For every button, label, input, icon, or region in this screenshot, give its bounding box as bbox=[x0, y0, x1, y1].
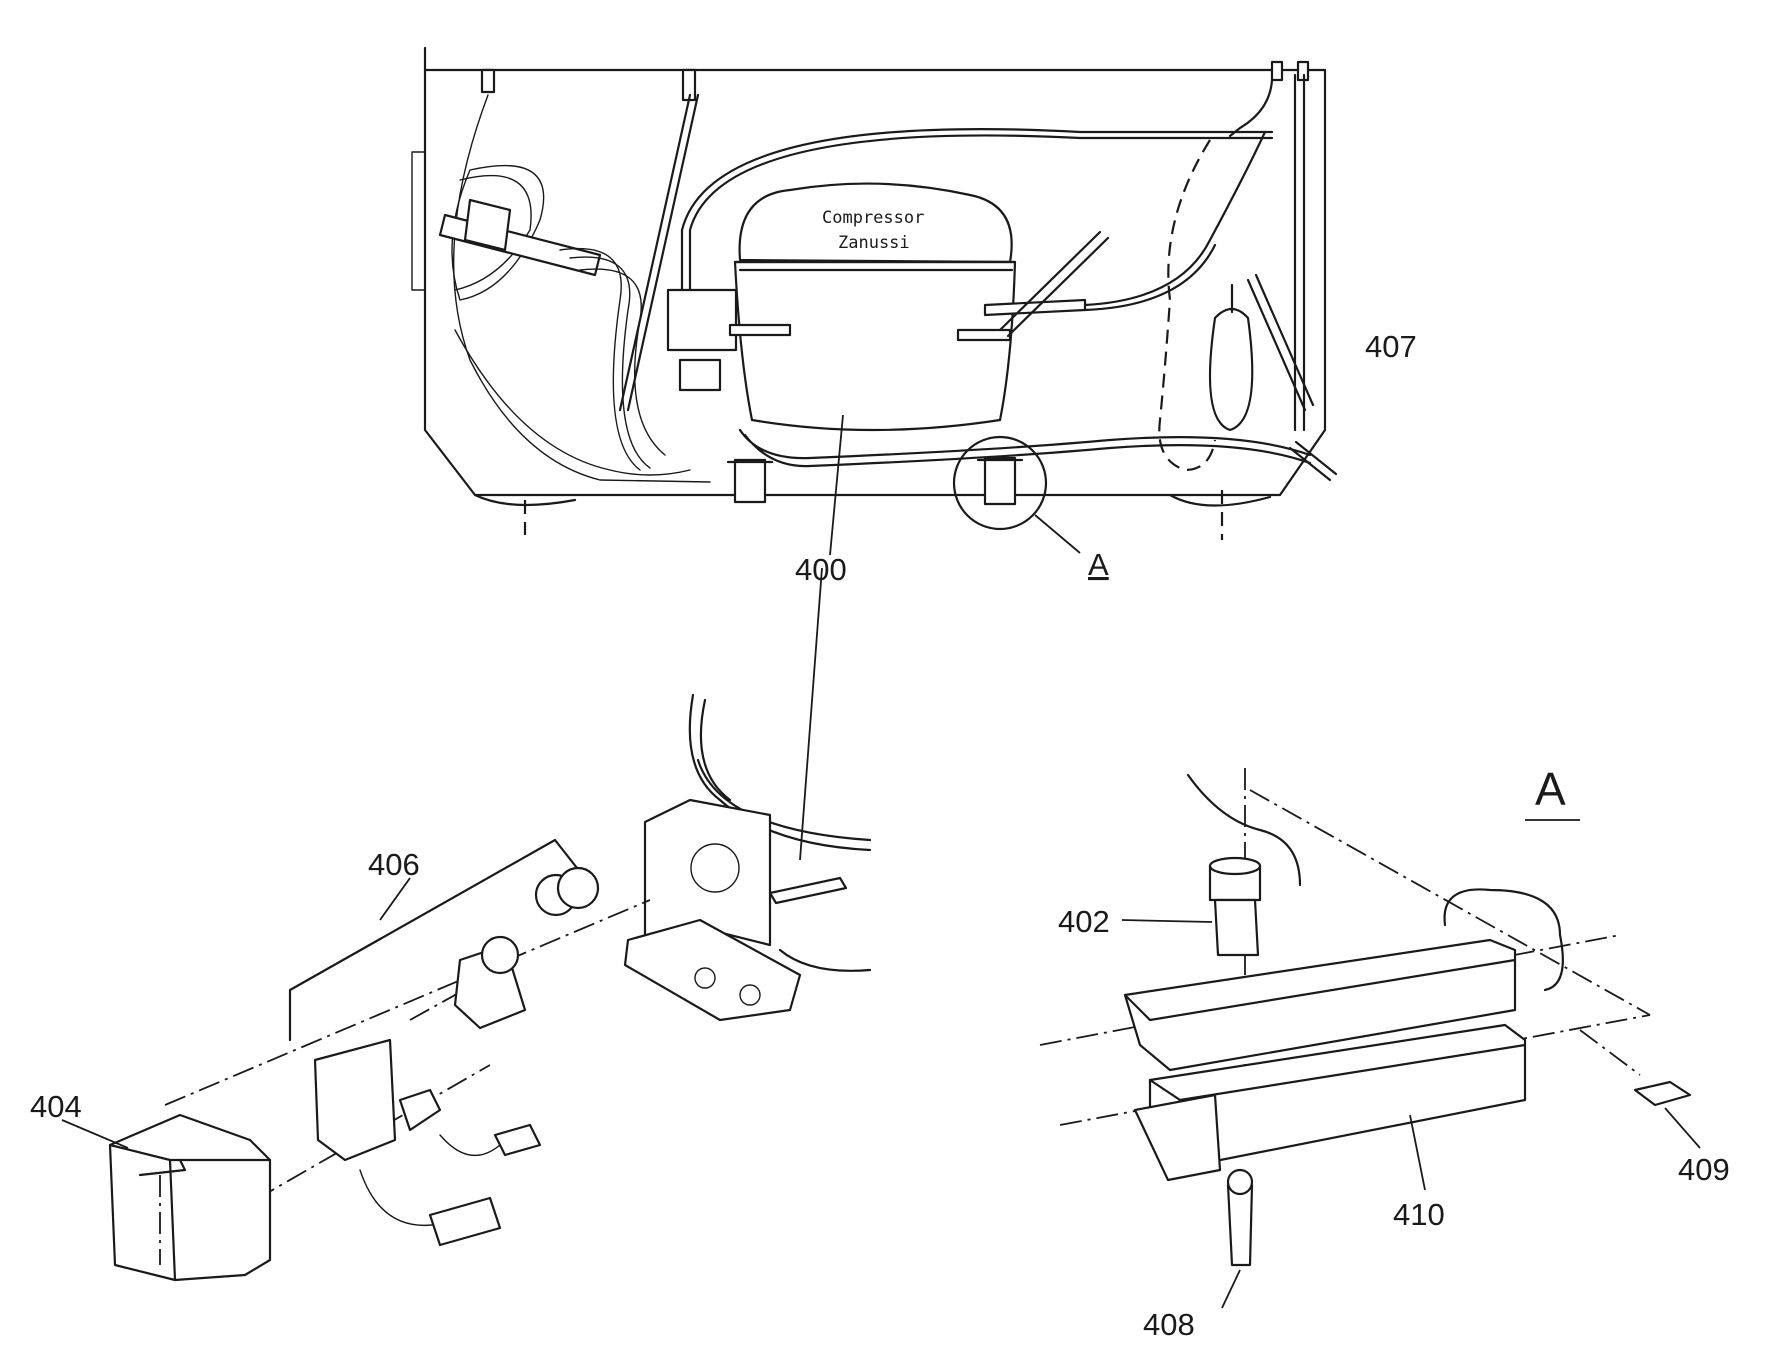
electrical-assembly bbox=[61, 838, 651, 1282]
callout-404: 404 bbox=[30, 1089, 82, 1124]
callout-410: 410 bbox=[1393, 1197, 1445, 1232]
detail-title: A bbox=[1535, 763, 1566, 815]
compressor-closeup bbox=[623, 567, 872, 1022]
callout-407: 407 bbox=[1365, 329, 1417, 364]
compressor-label: Compressor Zanussi bbox=[822, 208, 924, 253]
detail-a bbox=[1039, 768, 1701, 1309]
cabinet-assembly bbox=[411, 46, 1338, 556]
callout-detail-ref: A bbox=[1088, 547, 1109, 582]
callout-408: 408 bbox=[1143, 1307, 1195, 1342]
callout-402: 402 bbox=[1058, 904, 1110, 939]
callout-400: 400 bbox=[795, 552, 847, 587]
callouts: 400 407 A 406 404 A 402 409 410 408 bbox=[30, 329, 1730, 1342]
compressor-brand-line1: Compressor bbox=[822, 208, 924, 228]
callout-409: 409 bbox=[1678, 1152, 1730, 1187]
compressor-brand-line2: Zanussi bbox=[838, 233, 910, 253]
callout-406: 406 bbox=[368, 847, 420, 882]
